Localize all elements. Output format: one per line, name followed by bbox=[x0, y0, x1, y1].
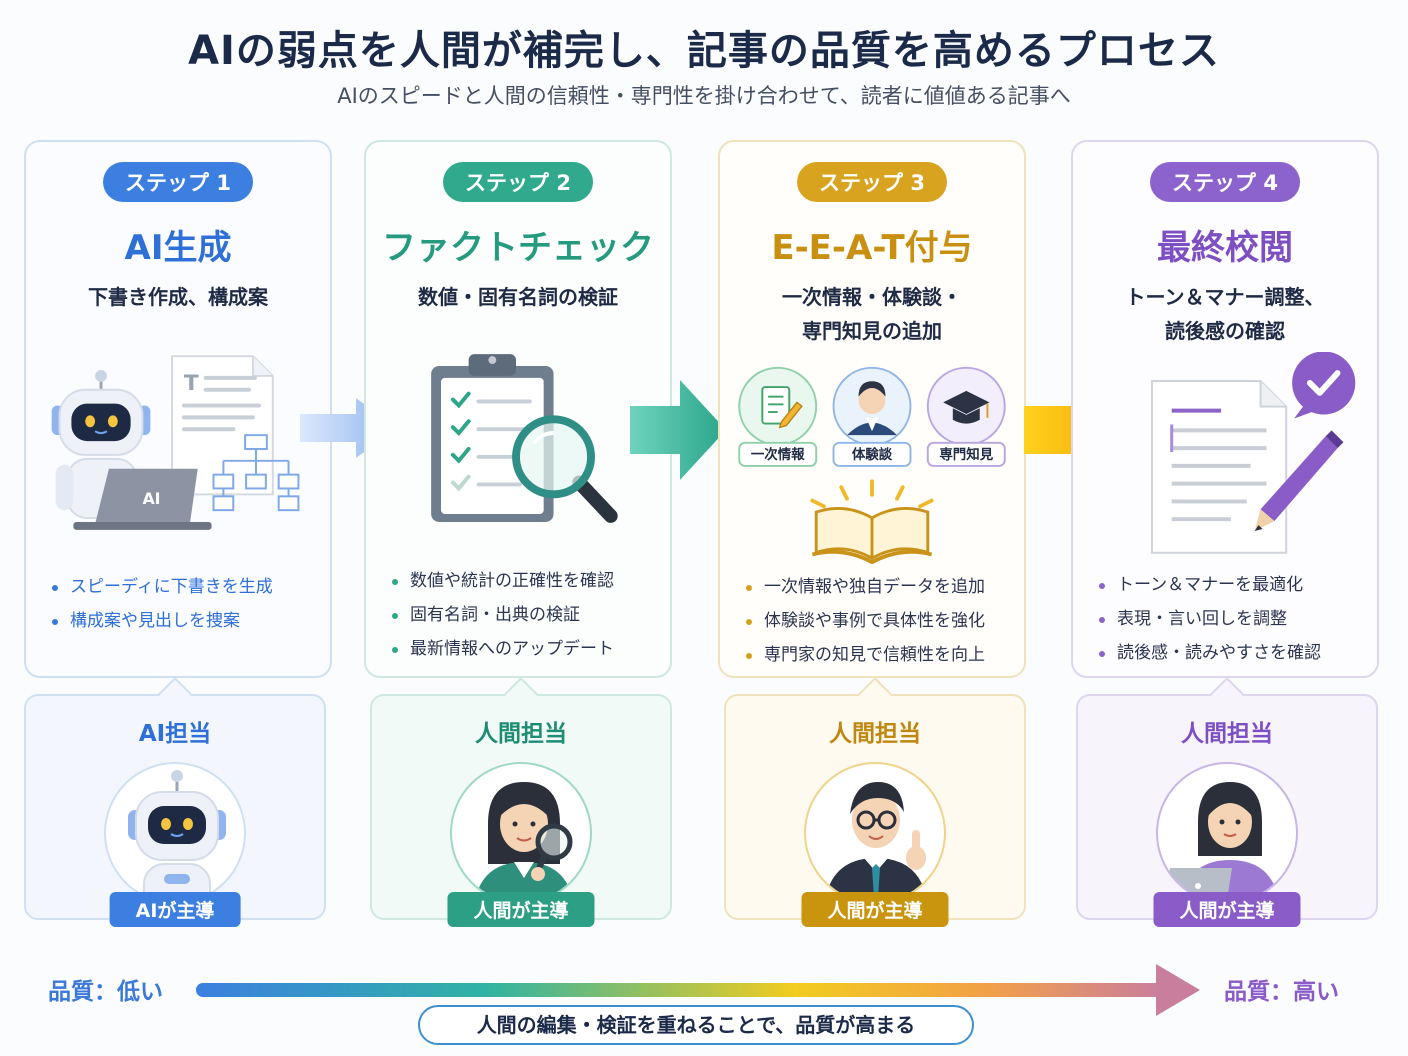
quality-low-label: 品質：低い bbox=[48, 979, 163, 1005]
step-card-3: ステップ 3 E-E-A-T付与 一次情報・体験談・ 専門知見の追加 一次情報 … bbox=[718, 140, 1026, 678]
bullet-item: スピーディに下書きを生成 bbox=[50, 570, 322, 604]
role-box-1: AI担当 AIが主導 bbox=[24, 677, 326, 927]
page-subtitle: AIのスピードと人間の信頼性・専門性を掛け合わせて、読者に値値ある記事へ bbox=[337, 84, 1071, 108]
svg-text:一次情報: 一次情報 bbox=[751, 446, 805, 463]
bullet-item: 最新情報へのアップデート bbox=[390, 632, 662, 666]
editor-woman-avatar bbox=[1156, 762, 1298, 904]
bullet-item: 構成案や見出しを捜案 bbox=[50, 604, 322, 638]
robot-icon bbox=[128, 770, 226, 902]
quality-high-label: 品質：高い bbox=[1224, 979, 1339, 1005]
magnifier-icon bbox=[512, 415, 618, 523]
robot-avatar bbox=[104, 762, 246, 904]
role-title: AI担当 bbox=[138, 721, 212, 747]
step-card-1: ステップ 1 AI生成 下書き作成、構成案 T bbox=[24, 140, 332, 678]
clipboard-magnifier-illustration bbox=[431, 354, 618, 523]
expert-man-avatar bbox=[804, 762, 946, 904]
lead-badge: 人間が主導 bbox=[801, 892, 949, 927]
role-title: 人間担当 bbox=[829, 721, 921, 747]
pencil-icon bbox=[1254, 430, 1344, 532]
pointer-notch bbox=[158, 677, 192, 711]
lead-badge: 人間が主導 bbox=[1153, 892, 1301, 927]
eeat-illustration: 一次情報 体験談 専門知見 bbox=[738, 366, 1006, 564]
bullet-item: 固有名詞・出典の検証 bbox=[390, 598, 662, 632]
bullet-item: 一次情報や独自データを追加 bbox=[744, 570, 1016, 604]
svg-text:専門知見: 専門知見 bbox=[939, 446, 993, 463]
step-heading: AI生成 bbox=[124, 228, 232, 268]
lead-badge: 人間が主導 bbox=[447, 892, 595, 927]
step-description: 数値・固有名詞の検証 bbox=[418, 285, 618, 309]
step-heading: E-E-A-T付与 bbox=[771, 228, 973, 268]
step-label: ステップ 1 bbox=[103, 162, 253, 202]
role-title: 人間担当 bbox=[1181, 721, 1273, 747]
proofread-document-illustration bbox=[1150, 352, 1356, 554]
ai-robot-laptop-illustration: T bbox=[51, 355, 300, 530]
primary-info-icon: 一次情報 bbox=[738, 366, 818, 467]
svg-text:AI: AI bbox=[142, 489, 160, 508]
woman-with-laptop-icon bbox=[1164, 782, 1280, 902]
page-title: AIの弱点を人間が補完し、記事の品質を高めるプロセス bbox=[188, 28, 1220, 74]
bullet-item: 専門家の知見で信頼性を向上 bbox=[744, 638, 1016, 672]
svg-text:T: T bbox=[184, 371, 199, 396]
graduation-cap-icon: 専門知見 bbox=[926, 366, 1006, 467]
step-label: ステップ 2 bbox=[443, 162, 593, 202]
step-bullets: スピーディに下書きを生成 構成案や見出しを捜案 bbox=[50, 570, 322, 638]
flow-arrow-2 bbox=[630, 380, 726, 480]
role-box-4: 人間担当 人間が主導 bbox=[1076, 677, 1378, 927]
experience-icon: 体験談 bbox=[832, 366, 912, 467]
bullet-item: 読後感・読みやすさを確認 bbox=[1097, 636, 1369, 670]
quality-gradient-arrow bbox=[196, 964, 1200, 1016]
step-label: ステップ 4 bbox=[1150, 162, 1300, 202]
structure-chart-icon bbox=[212, 434, 300, 512]
step-bullets: 数値や統計の正確性を確認 固有名詞・出典の検証 最新情報へのアップデート bbox=[390, 564, 662, 666]
summary-pill: 人間の編集・検証を重ねることで、品質が高まる bbox=[418, 1005, 974, 1045]
check-bubble-icon bbox=[1292, 352, 1356, 419]
woman-checker-avatar bbox=[450, 762, 592, 904]
step-description: トーン＆マナー調整、 読後感の確認 bbox=[1125, 285, 1325, 343]
pointer-notch bbox=[1210, 677, 1244, 711]
expert-man-icon bbox=[824, 782, 928, 902]
pointer-notch bbox=[504, 677, 538, 711]
step-card-4: ステップ 4 最終校閲 トーン＆マナー調整、 読後感の確認 トーン＆マ bbox=[1071, 140, 1379, 678]
step-label: ステップ 3 bbox=[797, 162, 947, 202]
step-heading: ファクトチェック bbox=[382, 228, 654, 268]
step-description: 下書き作成、構成案 bbox=[88, 285, 268, 309]
step-heading: 最終校閲 bbox=[1157, 228, 1293, 268]
step-card-2: ステップ 2 ファクトチェック 数値・固有名詞の検証 数値や統計 bbox=[364, 140, 672, 678]
robot-icon bbox=[51, 370, 151, 520]
role-title: 人間担当 bbox=[475, 721, 567, 747]
laptop-icon: AI bbox=[73, 468, 212, 530]
bullet-item: 表現・言い回しを調整 bbox=[1097, 602, 1369, 636]
woman-with-magnifier-icon bbox=[474, 782, 574, 902]
svg-text:体験談: 体験談 bbox=[852, 446, 893, 463]
bullet-item: 体験談や事例で具体性を強化 bbox=[744, 604, 1016, 638]
step-bullets: 一次情報や独自データを追加 体験談や事例で具体性を強化 専門家の知見で信頼性を向… bbox=[744, 570, 1016, 672]
pointer-notch bbox=[858, 677, 892, 711]
open-book-icon bbox=[810, 479, 934, 564]
lead-badge: AIが主導 bbox=[109, 892, 241, 927]
role-box-2: 人間担当 人間が主導 bbox=[370, 677, 672, 927]
role-box-3: 人間担当 人間が主導 bbox=[724, 677, 1026, 927]
step-bullets: トーン＆マナーを最適化 表現・言い回しを調整 読後感・読みやすさを確認 bbox=[1097, 568, 1369, 670]
bullet-item: 数値や統計の正確性を確認 bbox=[390, 564, 662, 598]
document-icon bbox=[1150, 380, 1288, 554]
bullet-item: トーン＆マナーを最適化 bbox=[1097, 568, 1369, 602]
step-description: 一次情報・体験談・ 専門知見の追加 bbox=[782, 285, 962, 343]
